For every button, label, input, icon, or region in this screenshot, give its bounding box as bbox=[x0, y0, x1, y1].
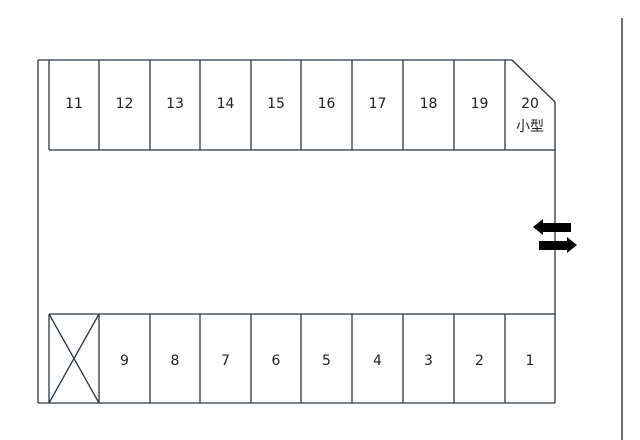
space-number: 16 bbox=[318, 96, 336, 112]
space-number: 13 bbox=[166, 96, 184, 112]
bottom-row-spaces: 9 8 7 6 5 4 3 2 1 bbox=[48, 313, 535, 404]
space-number: 14 bbox=[217, 96, 235, 112]
small-car-label: 小型 bbox=[516, 119, 544, 135]
space-number: 17 bbox=[369, 96, 387, 112]
space-number: 11 bbox=[65, 96, 83, 112]
space-number: 15 bbox=[267, 96, 285, 112]
space-number: 18 bbox=[420, 96, 438, 112]
space-number: 2 bbox=[475, 353, 484, 369]
space-number: 9 bbox=[120, 353, 129, 369]
space-number: 3 bbox=[424, 353, 433, 369]
space-number: 8 bbox=[171, 353, 180, 369]
top-row-spaces: 11 12 13 14 15 16 17 18 19 20 小型 bbox=[65, 60, 544, 150]
space-number: 19 bbox=[471, 96, 489, 112]
lot-boundary bbox=[37, 59, 556, 404]
space-number: 4 bbox=[373, 353, 382, 369]
two-way-arrows-icon bbox=[533, 219, 577, 253]
space-number: 1 bbox=[526, 353, 535, 369]
space-number: 7 bbox=[221, 353, 230, 369]
space-number: 12 bbox=[116, 96, 134, 112]
space-number: 20 bbox=[521, 96, 539, 112]
entry-arrow-icon bbox=[539, 237, 577, 253]
cross-icon bbox=[48, 313, 100, 404]
exit-arrow-icon bbox=[533, 219, 571, 235]
space-number: 5 bbox=[322, 353, 331, 369]
space-number: 6 bbox=[272, 353, 281, 369]
